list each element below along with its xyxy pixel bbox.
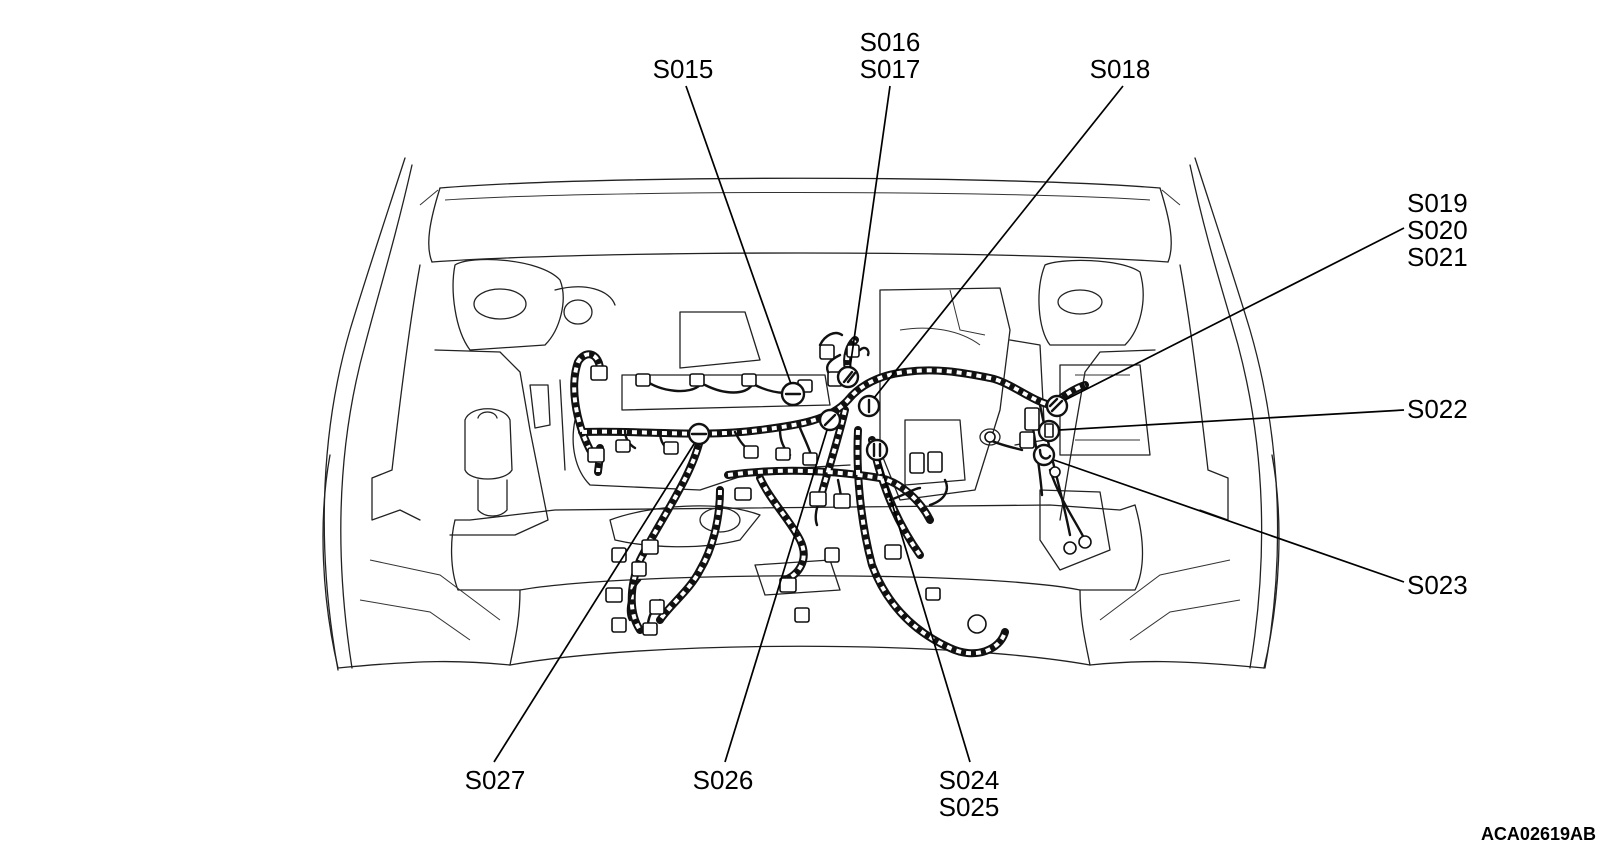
leader-s023 [1053, 459, 1405, 583]
vehicle-outline [322, 157, 1280, 671]
label-s023: S023 [1407, 570, 1468, 600]
leader-s019-s021 [1064, 227, 1405, 401]
label-s018: S018 [1090, 54, 1151, 84]
leader-s027 [493, 443, 695, 763]
splice-s015-marker [780, 381, 806, 407]
label-s025: S025 [939, 792, 1000, 822]
label-s021: S021 [1407, 242, 1468, 272]
splice-s018-marker [857, 394, 881, 418]
label-s027: S027 [465, 765, 526, 795]
label-s019: S019 [1407, 188, 1468, 218]
splice-s027-marker [687, 422, 711, 446]
label-s020: S020 [1407, 215, 1468, 245]
label-s017: S017 [860, 54, 921, 84]
label-s024: S024 [939, 765, 1000, 795]
figure-code: ACA02619AB [1481, 824, 1596, 844]
leader-s026 [724, 429, 828, 763]
splice-s024-s025-marker [865, 438, 889, 462]
leader-s024-s025 [878, 459, 971, 763]
leader-s018 [873, 85, 1124, 399]
harness-connectors [587, 344, 1092, 636]
label-s015: S015 [653, 54, 714, 84]
label-s026: S026 [693, 765, 754, 795]
splice-s022-marker [1037, 419, 1061, 443]
splice-points [687, 365, 1069, 467]
leader-lines [493, 85, 1405, 763]
label-s016: S016 [860, 27, 921, 57]
splice-labels: S015 S016 S017 S018 S019 S020 S021 S022 … [465, 27, 1596, 844]
leader-s015 [685, 85, 792, 385]
harness-dash-overlay [572, 338, 1086, 656]
splice-s026-marker [818, 408, 842, 432]
splice-s019-s021-marker [1045, 394, 1069, 418]
leader-s022 [1058, 409, 1405, 431]
leader-s016-s017 [849, 85, 891, 369]
wiring-harness [570, 331, 1092, 658]
splice-s023-marker [1032, 443, 1056, 467]
splice-s016-s017-marker [836, 365, 860, 389]
label-s022: S022 [1407, 394, 1468, 424]
